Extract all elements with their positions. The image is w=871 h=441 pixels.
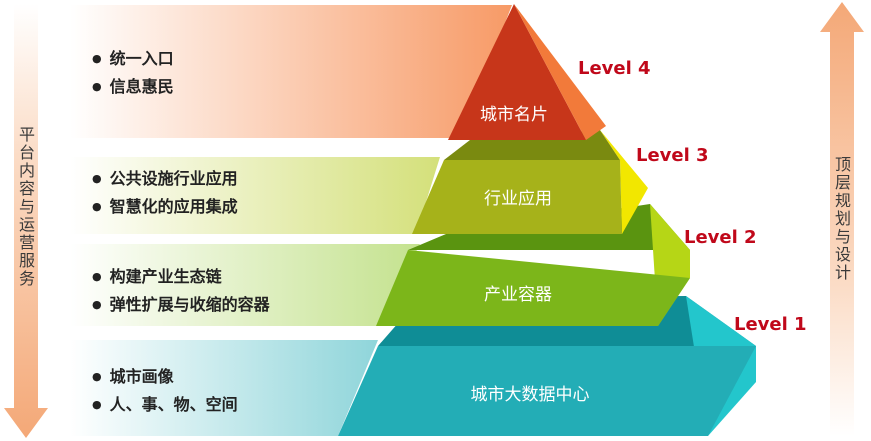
bullets-level-1: 城市画像 人、事、物、空间 <box>92 364 238 420</box>
bullets-level-4: 统一入口 信息惠民 <box>92 46 174 102</box>
left-arrow <box>4 4 48 438</box>
bullets-level-3: 公共设施行业应用 智慧化的应用集成 <box>92 166 238 222</box>
tier-2-front <box>376 250 690 326</box>
bullet-item: 弹性扩展与收缩的容器 <box>92 292 270 320</box>
tier-name-level-2: 产业容器 <box>484 285 552 305</box>
level-label-4: Level 4 <box>578 58 651 79</box>
bullet-item: 公共设施行业应用 <box>92 166 238 194</box>
tier-1-front <box>338 346 756 436</box>
bullet-item: 构建产业生态链 <box>92 264 270 292</box>
bullets-level-2: 构建产业生态链 弹性扩展与收缩的容器 <box>92 264 270 320</box>
band-level-4 <box>70 5 512 138</box>
bullet-item: 人、事、物、空间 <box>92 392 238 420</box>
tier-4-front <box>448 4 586 140</box>
left-side-label: 平台内容与运营服务 <box>16 126 35 288</box>
level-label-3: Level 3 <box>636 145 709 166</box>
tier-name-level-4: 城市名片 <box>480 105 548 125</box>
bullet-item: 城市画像 <box>92 364 238 392</box>
bullet-item: 统一入口 <box>92 46 174 74</box>
tier-3-front <box>412 160 622 234</box>
bullet-item: 信息惠民 <box>92 74 174 102</box>
bullet-item: 智慧化的应用集成 <box>92 194 238 222</box>
level-label-2: Level 2 <box>684 227 757 248</box>
tier-name-level-1: 城市大数据中心 <box>470 385 590 405</box>
tier-name-level-3: 行业应用 <box>484 189 552 209</box>
tier-3-side <box>600 130 648 234</box>
right-arrow <box>820 2 864 436</box>
level-label-1: Level 1 <box>734 314 807 335</box>
tier-4-side <box>514 4 606 140</box>
right-side-label: 顶层规划与设计 <box>832 156 851 282</box>
